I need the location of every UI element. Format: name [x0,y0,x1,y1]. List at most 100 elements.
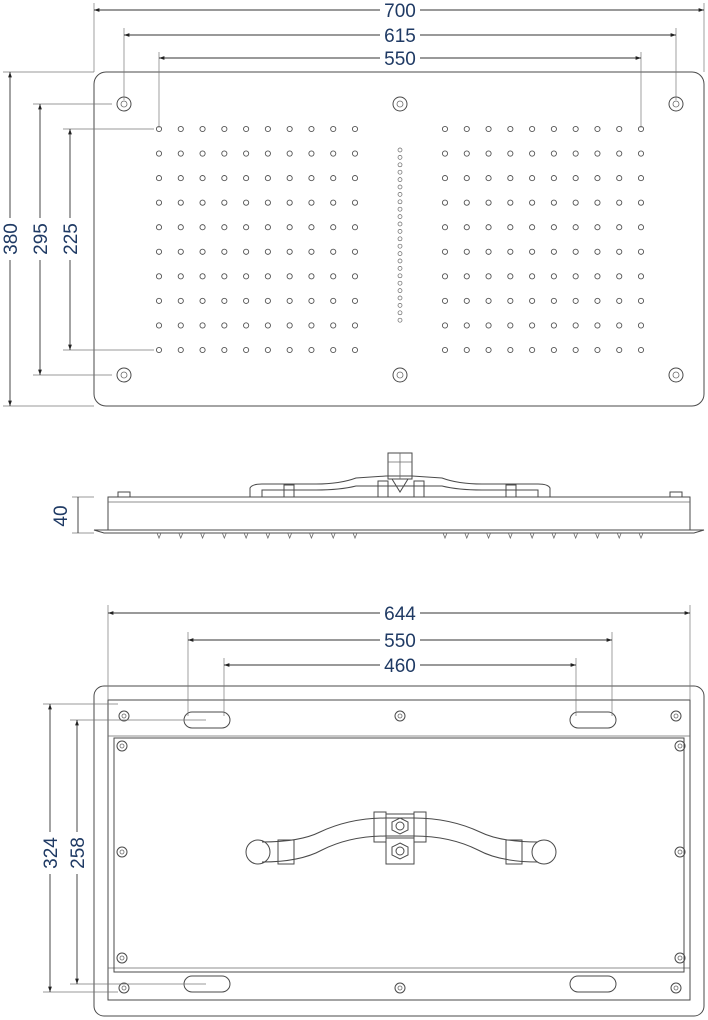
dim-thickness: 40 [51,496,94,534]
nozzle [616,346,623,354]
mount-hole-inner [396,100,404,108]
nozzle [507,346,514,354]
mount-hole-inner [396,371,404,379]
bottom-screws [116,710,686,994]
nozzle [616,322,623,329]
nozzle [550,273,557,280]
nozzle [594,297,601,304]
nozzle [199,199,206,206]
nozzle [463,224,470,231]
nozzle [507,150,514,157]
nozzle [463,248,470,255]
nozzle [199,248,206,255]
nozzle [243,199,250,206]
nozzle [485,297,492,304]
nozzle [308,125,315,133]
nozzle [351,346,359,354]
nozzle [507,125,514,133]
dim-slot-inner: 460 [223,653,577,716]
screw-head [119,743,125,749]
nozzle [616,175,623,182]
nozzle [485,125,492,133]
nozzle [616,125,623,133]
led-dot [397,258,403,264]
nozzle [529,125,536,133]
nozzle [572,150,579,157]
nozzle-tip [221,532,227,540]
mount-hole-inner [672,371,680,379]
nozzle [550,224,557,231]
led-dot [397,147,403,153]
nozzle [441,224,449,231]
nozzle [243,297,250,304]
nozzle [572,273,579,280]
nozzle [441,125,449,133]
dim-nozzle-span: 550 [158,46,642,128]
nozzle [529,150,536,157]
nozzle [264,346,271,354]
nozzle [441,297,449,304]
dim-mount-spacing: 615 [123,23,677,100]
dim-overall-width: 700 [93,0,705,72]
nozzle [637,346,645,354]
nozzle [264,125,271,133]
dim-258-label: 258 [68,837,89,869]
side-supply-pipe [249,475,551,497]
nozzle [330,297,337,304]
nozzle [637,199,645,206]
top-panel-outline [93,71,705,407]
nozzle [155,322,163,329]
nozzle-tip [638,532,644,540]
nozzle [330,248,337,255]
nozzle [441,150,449,157]
nozzle [351,297,359,304]
dim-460-label: 460 [384,656,416,677]
led-dot [397,303,403,308]
nozzle-tip [442,532,448,540]
nozzle [572,322,579,329]
nozzle [463,346,470,354]
nozzle [463,125,470,133]
nozzle [572,346,579,354]
nozzle [330,125,337,133]
screw [116,952,128,964]
mount-hole [392,96,408,112]
screw [116,846,128,858]
mount-hole-inner [120,100,128,108]
nozzle [507,273,514,280]
nozzle [351,322,359,329]
nozzle [243,248,250,255]
led-dot [397,184,403,190]
dim-overall-height: 380 [0,71,94,407]
nozzle [485,224,492,231]
dim-40-label: 40 [51,505,72,526]
nozzle [351,175,359,182]
screw [394,982,406,994]
nozzle [264,175,271,182]
nozzle [155,199,163,206]
nozzle [243,273,250,280]
screw [674,952,686,964]
nozzle [199,125,206,133]
nozzle [351,248,359,255]
nozzle [485,150,492,157]
nozzle [177,224,184,231]
nozzle [308,346,315,354]
led-dot [397,273,403,279]
nozzle-tip [200,532,205,540]
screw [116,740,128,752]
led-dot [397,243,403,249]
dim-295-label: 295 [31,223,52,255]
nozzle [550,150,557,157]
nozzle [330,346,337,354]
nozzle-tip [595,532,600,540]
nozzle [594,224,601,231]
nozzle [330,199,337,206]
nozzle [177,322,184,329]
nozzle [330,273,337,280]
nozzle [616,224,623,231]
nozzle [507,248,514,255]
nozzle [286,297,293,304]
nozzle [199,273,206,280]
